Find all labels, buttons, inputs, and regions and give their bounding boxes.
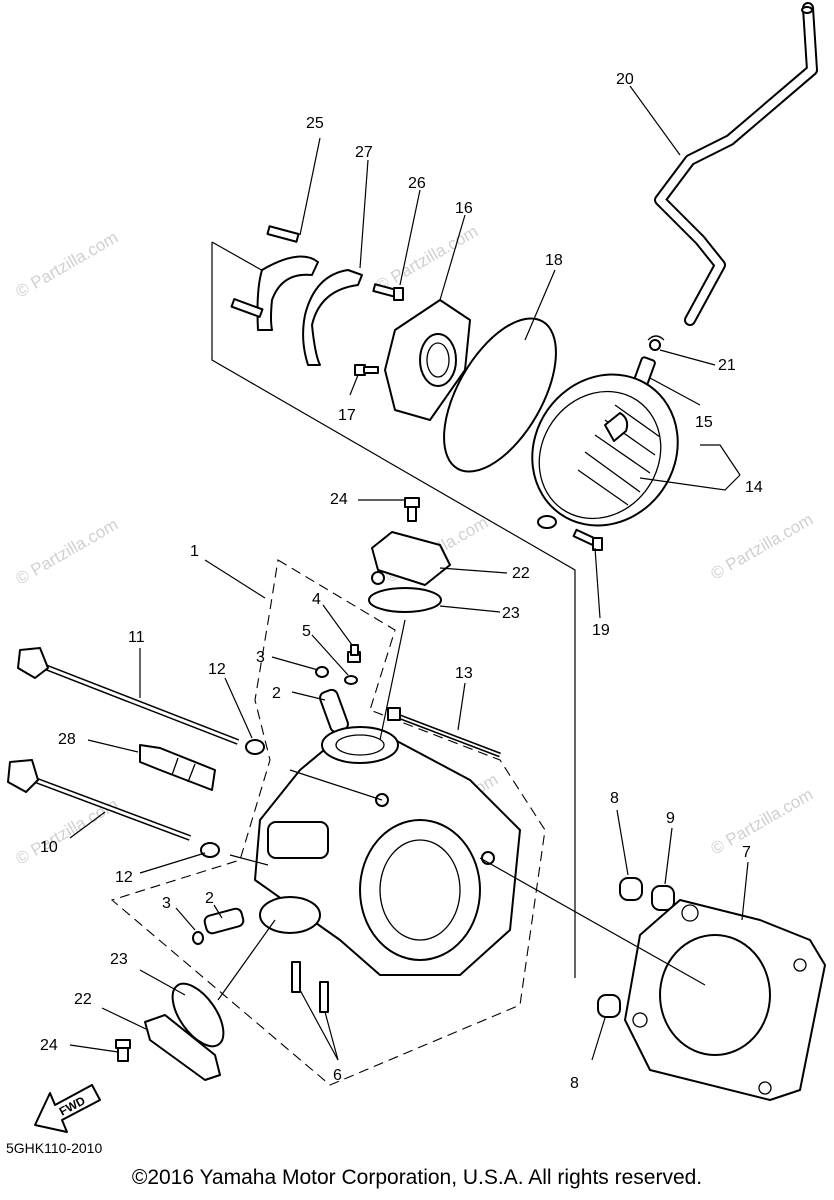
- plate-bolt: [354, 364, 379, 376]
- gasket-23-bottom: [171, 982, 225, 1048]
- callout-10: 10: [40, 839, 58, 856]
- assembly-outline-cylinder-head: [110, 559, 546, 1086]
- callout-28: 28: [58, 731, 76, 748]
- watermark: © Partzilla.com: [373, 222, 482, 296]
- bolt-13: [387, 707, 501, 758]
- callout-18: 18: [545, 252, 563, 269]
- callout-16: 16: [455, 200, 473, 217]
- watermark: © Partzilla.com: [13, 515, 122, 589]
- spark-plug: [139, 744, 216, 791]
- callout-2: 2: [272, 685, 281, 702]
- washer-5: [344, 675, 358, 685]
- callout-24: 24: [40, 1037, 58, 1054]
- callout-27: 27: [355, 144, 373, 161]
- callout-12: 12: [208, 661, 226, 678]
- callout-22: 22: [74, 991, 92, 1008]
- dowel-8-top: [619, 877, 643, 901]
- watermark: © Partzilla.com: [708, 510, 817, 584]
- assembly-outline-head-cover: [211, 241, 576, 978]
- guide-bracket: [302, 269, 363, 366]
- callout-3: 3: [256, 649, 265, 666]
- dowel-3-top: [315, 666, 329, 678]
- diagram-code: 5GHK110-2010: [6, 1140, 103, 1156]
- callout-22: 22: [512, 565, 530, 582]
- collar-9: [651, 885, 675, 911]
- bolt-24-bottom: [115, 1039, 131, 1062]
- callout-20: 20: [616, 71, 634, 88]
- cover-bolt: [572, 528, 603, 551]
- callout-11: 11: [128, 629, 145, 646]
- callout-23: 23: [110, 951, 128, 968]
- washer-12-bottom: [200, 842, 220, 858]
- stud-6b: [319, 981, 329, 1013]
- callout-15: 15: [695, 414, 713, 431]
- washer-12-top: [245, 739, 265, 755]
- stud-bolt-11: [17, 647, 240, 745]
- dowel-8-bottom: [597, 994, 621, 1018]
- o-ring: [443, 317, 557, 473]
- callout-5: 5: [302, 623, 311, 640]
- bolt-4: [347, 644, 361, 663]
- pin-2-top: [319, 688, 349, 734]
- callout-labels: 25 27 26 16 18 20 21 15 14 17 24 22 23 1…: [40, 71, 763, 1092]
- cylinder-head: [254, 726, 521, 976]
- breather-hose: [654, 2, 818, 326]
- callout-17: 17: [338, 407, 356, 424]
- callout-24: 24: [330, 491, 348, 508]
- hose-clip: [647, 335, 665, 351]
- fwd-arrow: FWD: [34, 1084, 101, 1133]
- callout-14: 14: [745, 479, 763, 496]
- callout-21: 21: [718, 357, 736, 374]
- cover-22-bottom: [144, 1014, 221, 1081]
- callout-2: 2: [205, 890, 214, 907]
- gasket-23-top: [368, 587, 442, 613]
- copyright-notice: ©2016 Yamaha Motor Corporation, U.S.A. A…: [131, 1166, 703, 1189]
- callout-4: 4: [312, 591, 321, 608]
- watermark: © Partzilla.com: [708, 785, 817, 859]
- callout-6: 6: [333, 1067, 342, 1084]
- cover-22-top: [371, 531, 451, 586]
- callout-7: 7: [742, 844, 751, 861]
- callout-1: 1: [190, 543, 199, 560]
- callout-8: 8: [610, 790, 619, 807]
- watermark: © Partzilla.com: [13, 228, 122, 302]
- pin-2-bottom: [203, 907, 245, 935]
- callout-13: 13: [455, 665, 473, 682]
- callout-9: 9: [666, 810, 675, 827]
- callout-8: 8: [570, 1075, 579, 1092]
- callout-23: 23: [502, 605, 520, 622]
- dowel-3-bottom: [192, 931, 204, 945]
- leader-lines: [69, 85, 749, 1061]
- callout-12: 12: [115, 869, 133, 886]
- holder-25: [230, 225, 319, 331]
- head-gasket: [624, 899, 826, 1101]
- stud-6a: [291, 961, 301, 993]
- stud-bolt-10: [7, 759, 192, 841]
- bolt-26: [372, 283, 404, 301]
- head-cover: [531, 373, 679, 529]
- bolt-24-top: [404, 497, 420, 522]
- cover-plate: [384, 299, 471, 421]
- callout-3: 3: [162, 895, 171, 912]
- callout-26: 26: [408, 175, 426, 192]
- callout-19: 19: [592, 622, 610, 639]
- callout-25: 25: [306, 115, 324, 132]
